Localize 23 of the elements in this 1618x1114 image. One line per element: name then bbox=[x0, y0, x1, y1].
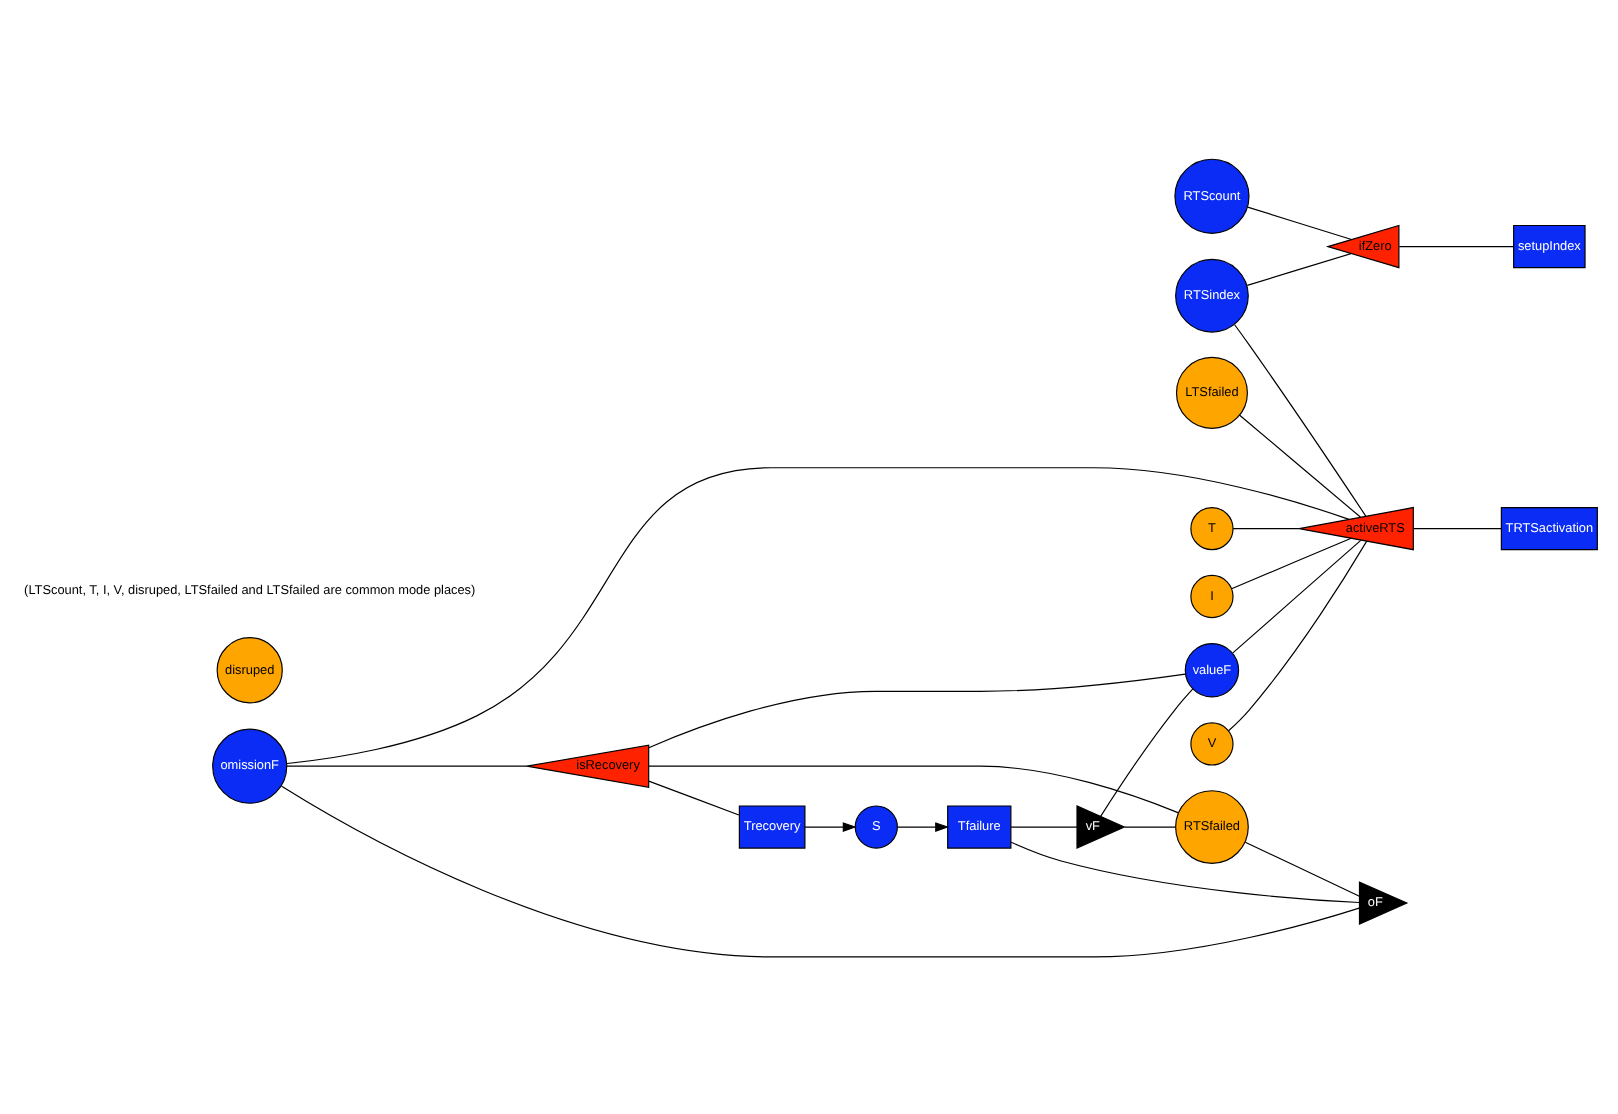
connector bbox=[280, 784, 1359, 957]
connector bbox=[1246, 205, 1352, 240]
connector bbox=[1099, 687, 1193, 816]
connector bbox=[1009, 825, 1077, 827]
connector bbox=[1231, 538, 1361, 653]
connector bbox=[1226, 539, 1367, 731]
connector bbox=[647, 672, 1185, 748]
connector bbox=[647, 764, 1178, 813]
connector bbox=[1123, 825, 1175, 827]
connector bbox=[1230, 536, 1351, 589]
connector bbox=[1245, 252, 1351, 285]
connector bbox=[647, 779, 739, 815]
connector bbox=[1231, 527, 1299, 529]
connector bbox=[1412, 527, 1501, 529]
connector bbox=[285, 466, 1349, 764]
connector bbox=[1243, 840, 1359, 896]
connector bbox=[1397, 245, 1513, 247]
connector bbox=[1233, 323, 1366, 516]
arrow bbox=[803, 821, 856, 831]
connector bbox=[285, 764, 527, 766]
connector bbox=[1238, 413, 1360, 517]
connector bbox=[1009, 840, 1359, 903]
arrow bbox=[896, 821, 949, 831]
